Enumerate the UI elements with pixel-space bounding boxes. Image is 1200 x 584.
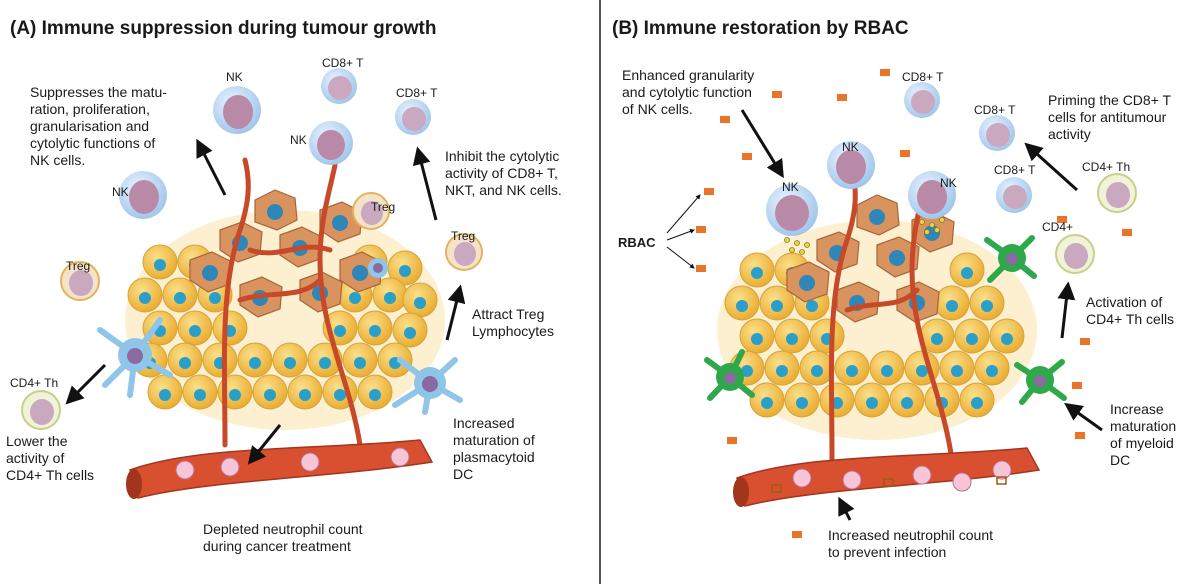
arrow-to-vessel-b [838, 496, 855, 521]
cd8-label-top: CD8+ T [322, 56, 364, 70]
panel-b-illustration [666, 69, 1137, 538]
treg-label-left: Treg [66, 259, 91, 273]
annotation-neutrophil-b: Increased neutrophil count to prevent in… [828, 527, 993, 560]
nk-label-top: NK [226, 70, 243, 84]
myeloid-dc-b1 [984, 235, 1037, 283]
arrow-to-nk-b [740, 109, 784, 179]
treg-cell-a [352, 192, 390, 230]
rbac-arrow-up [666, 194, 701, 234]
rbac-arrow-mid [666, 229, 695, 241]
cd4-cell-a [21, 390, 61, 430]
treg-cell-left-a [60, 261, 100, 301]
annotation-cd4: Lower the activity of CD4+ Th cells [6, 433, 95, 483]
nk-granules-b [784, 217, 945, 255]
treg-label-b: Treg [451, 229, 476, 243]
panel-divider [599, 0, 601, 584]
annotation-priming: Priming the CD8+ T cells for antitumour … [1048, 92, 1172, 142]
cd8-cell-right-a [395, 99, 431, 135]
pdc-cell-small-a [368, 258, 388, 278]
myeloid-dc-b2 [704, 349, 755, 401]
panel-b-title: (B) Immune restoration by RBAC [612, 18, 909, 39]
rbac-arrow-down [666, 246, 695, 269]
cd8-label-right: CD8+ T [396, 86, 438, 100]
nk-label-b3: NK [940, 176, 957, 190]
arrow-to-cd8-b [1024, 142, 1079, 192]
nk-label-b2: NK [842, 140, 859, 154]
arrow-to-vessel-a [247, 424, 282, 465]
annotation-myeloid-dc: Increase maturation of myeloid DC [1110, 401, 1177, 468]
treg-label-a: Treg [371, 200, 396, 214]
arrow-to-cd8-a [412, 146, 438, 221]
annotation-nk-suppression: Suppresses the matu- ration, proliferati… [30, 84, 167, 168]
panel-a: (A) Immune suppression during tumour gro… [6, 18, 562, 554]
tumour-mass-b [717, 194, 1037, 440]
nk-cell-b3 [908, 171, 956, 219]
annotation-pdc: Increased maturation of plasmacytoid DC [453, 415, 535, 482]
cd4-label-b: CD4+ [1042, 220, 1074, 234]
blood-vessel-b [733, 447, 1041, 507]
treg-cell-b [445, 233, 483, 271]
nk-cell-b2 [827, 141, 875, 189]
panel-b: (B) Immune restoration by RBAC RBAC NK N… [602, 0, 1200, 584]
tumour-mass-a [125, 189, 445, 430]
arrow-to-dc-b [1064, 402, 1103, 432]
annotation-cd4-activation: Activation of CD4+ Th cells [1086, 294, 1175, 327]
nk-cell-left-a [119, 171, 167, 219]
rbac-particles [696, 69, 1132, 538]
arrow-to-cd4-b [1057, 281, 1076, 339]
annotation-treg: Attract Treg Lymphocytes [472, 306, 554, 339]
cd8-label-b3: CD8+ T [994, 163, 1036, 177]
cd4-cell-b [1055, 234, 1095, 274]
cd8-cell-b2 [979, 115, 1015, 151]
panel-a-illustration [21, 68, 483, 499]
cd8-cell-b1 [904, 82, 940, 118]
blood-vessel-a [126, 439, 434, 499]
cd4-th-cell-b [1097, 173, 1137, 213]
nk-cell-b1 [766, 184, 818, 236]
nk-label-b1: NK [782, 180, 799, 194]
nk-label-mid: NK [290, 133, 307, 147]
annotation-nk-enhanced: Enhanced granularity and cytolytic funct… [622, 67, 755, 117]
nk-cell-top-a [213, 86, 261, 134]
cd8-label-b1: CD8+ T [902, 70, 944, 84]
arrow-treg-a [445, 284, 466, 341]
rbac-label: RBAC [618, 235, 656, 250]
nk-cell-mid-a [309, 121, 353, 165]
arrow-to-nk-a [196, 138, 227, 196]
annotation-neutrophil-a: Depleted neutrophil count during cancer … [203, 521, 363, 554]
vessel-network-a [221, 157, 363, 448]
annotation-cytolytic: Inhibit the cytolytic activity of CD8+ T… [445, 148, 562, 198]
cd4-th-label-b: CD4+ Th [1082, 160, 1131, 174]
arrow-to-cd4-a [65, 363, 107, 405]
panel-a-title: (A) Immune suppression during tumour gro… [10, 18, 437, 39]
cd8-cell-top-a [321, 68, 357, 104]
cd8-cell-b3 [996, 177, 1032, 213]
pdc-cell-left-a [97, 317, 173, 398]
myeloid-dc-b3 [1014, 359, 1067, 405]
cd8-label-b2: CD8+ T [974, 103, 1016, 117]
nk-label-left: NK [112, 185, 129, 199]
pdc-cell-right-a [392, 357, 463, 415]
cd4-label-a: CD4+ Th [10, 376, 59, 390]
